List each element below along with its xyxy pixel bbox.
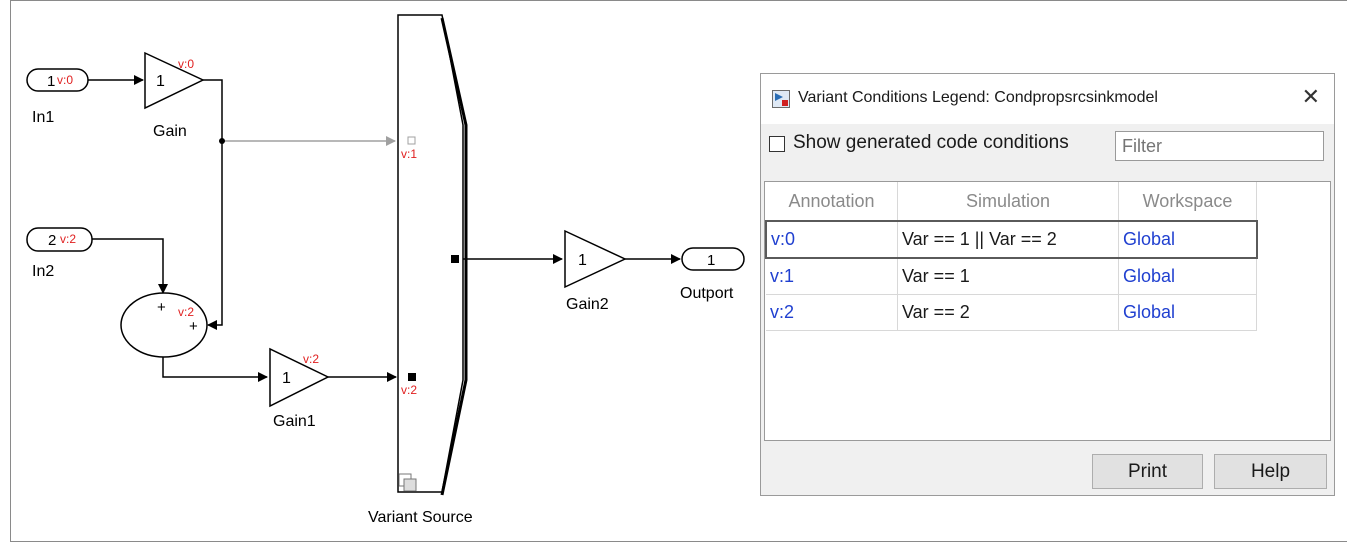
conditions-table[interactable]: Annotation Simulation Workspace v:0 Var … — [764, 181, 1331, 441]
table-row[interactable]: v:2 Var == 2 Global — [766, 294, 1257, 331]
variant-source-block[interactable]: v:1 v:2 Variant Source — [368, 14, 473, 526]
gain-block[interactable]: 1 v:0 Gain — [144, 51, 205, 140]
workspace-cell[interactable]: Global — [1118, 258, 1257, 295]
column-header-workspace[interactable]: Workspace — [1118, 182, 1257, 222]
dialog-titlebar[interactable]: Variant Conditions Legend: Condpropsrcsi… — [761, 74, 1334, 124]
sum-block[interactable]: + + v:2 — [120, 292, 208, 358]
gain-value: 1 — [156, 73, 165, 90]
variant-source-port2-variant: v:2 — [401, 383, 417, 397]
gain1-block[interactable]: 1 v:2 Gain1 — [269, 347, 330, 430]
in2-number: 2 — [48, 232, 56, 249]
help-button[interactable]: Help — [1214, 454, 1327, 489]
column-header-annotation[interactable]: Annotation — [766, 182, 898, 222]
dialog-title: Variant Conditions Legend: Condpropsrcsi… — [798, 89, 1158, 106]
sum-sign-2: + — [189, 318, 198, 335]
simulation-cell: Var == 1 — [897, 258, 1119, 295]
branch-point — [219, 138, 225, 144]
gain2-label: Gain2 — [566, 296, 609, 313]
show-generated-checkbox[interactable] — [769, 136, 785, 152]
close-icon[interactable]: ✕ — [1301, 84, 1320, 109]
inport-in1[interactable]: 1 v:0 In1 — [26, 68, 89, 126]
workspace-cell[interactable]: Global — [1118, 220, 1258, 259]
gain1-value: 1 — [282, 370, 291, 387]
inport-in2[interactable]: 2 v:2 In2 — [26, 227, 93, 280]
in1-label: In1 — [32, 109, 54, 126]
simulation-cell: Var == 2 — [897, 294, 1119, 331]
in1-variant: v:0 — [57, 73, 73, 87]
in2-variant: v:2 — [60, 232, 76, 246]
gain-variant: v:0 — [178, 57, 194, 71]
gain2-block[interactable]: 1 Gain2 — [564, 229, 627, 313]
gain1-variant: v:2 — [303, 352, 319, 366]
table-row[interactable]: v:1 Var == 1 Global — [766, 258, 1257, 295]
annotation-cell[interactable]: v:0 — [765, 220, 898, 259]
variant-source-port1-variant: v:1 — [401, 147, 417, 161]
table-header: Annotation Simulation Workspace — [766, 182, 1257, 222]
dialog-toolbar: Show generated code conditions — [761, 124, 1334, 168]
show-generated-label[interactable]: Show generated code conditions — [793, 132, 1069, 153]
outport-block[interactable]: 1 Outport — [680, 247, 745, 302]
signal-lines — [88, 75, 681, 382]
variant-source-label: Variant Source — [368, 509, 473, 526]
filter-input[interactable] — [1115, 131, 1324, 161]
sum-sign-1: + — [157, 299, 166, 316]
sum-variant: v:2 — [178, 305, 194, 319]
model-canvas-frame — [10, 0, 1347, 542]
print-button[interactable]: Print — [1092, 454, 1203, 489]
simulation-cell: Var == 1 || Var == 2 — [897, 220, 1119, 259]
gain2-value: 1 — [578, 252, 587, 269]
outport-number: 1 — [707, 252, 715, 269]
gain1-label: Gain1 — [273, 413, 316, 430]
in2-label: In2 — [32, 263, 54, 280]
variant-source-icon — [398, 473, 417, 492]
in1-number: 1 — [47, 73, 55, 90]
table-row[interactable]: v:0 Var == 1 || Var == 2 Global — [765, 220, 1258, 259]
workspace-cell[interactable]: Global — [1118, 294, 1257, 331]
annotation-cell[interactable]: v:1 — [766, 258, 898, 295]
outport-label: Outport — [680, 285, 734, 302]
gain-label: Gain — [153, 123, 187, 140]
simulink-model-icon — [772, 90, 790, 108]
column-header-simulation[interactable]: Simulation — [897, 182, 1119, 222]
annotation-cell[interactable]: v:2 — [766, 294, 898, 331]
variant-conditions-legend-dialog: Variant Conditions Legend: Condpropsrcsi… — [760, 73, 1335, 496]
